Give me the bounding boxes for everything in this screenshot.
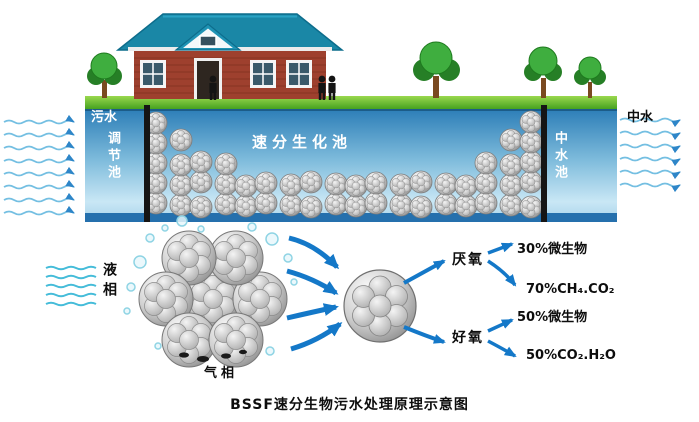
aerobic-arrow [403, 325, 446, 344]
gas-phase-marks [179, 349, 247, 362]
attic-window [199, 35, 217, 47]
tree [524, 46, 562, 98]
left-tank-wall [144, 105, 150, 222]
aerobic-label: 好氧 [452, 330, 484, 346]
gas-phase-label: 气相 [204, 366, 239, 381]
regulating-tank-label: 调节池 [105, 131, 120, 182]
tree [574, 56, 606, 98]
effluent-label: 中水 [627, 110, 654, 125]
anaerobic-label: 厌氧 [452, 252, 484, 268]
anaerobic-arrow [403, 259, 446, 285]
branch-arrows [403, 259, 446, 344]
liquid-phase-label: 液相 [101, 262, 117, 302]
tank-floor [85, 213, 617, 222]
aerobic-biomass-output: 50%微生物 [517, 310, 588, 325]
house [115, 13, 345, 99]
windows [140, 60, 312, 88]
aerobic-gas-output: 50%CO₂.H₂O [526, 348, 616, 363]
grass-strip [85, 96, 617, 110]
tree [413, 41, 460, 98]
influent-waves [3, 114, 75, 216]
liquid-phase-waves [45, 265, 97, 307]
window [286, 60, 312, 88]
output-arrows [487, 242, 517, 358]
tree [87, 52, 122, 98]
window [250, 60, 276, 88]
right-tank-wall [541, 105, 547, 222]
trees [87, 41, 606, 98]
transfer-arrows [286, 235, 343, 352]
air-bubbles [123, 215, 298, 356]
caption: BSSF速分生物污水处理原理示意图 [230, 397, 469, 413]
bio-tank-label: 速分生化池 [252, 133, 353, 151]
anaerobic-gas-output: 70%CH₄.CO₂ [526, 282, 615, 297]
window [140, 60, 166, 88]
anaerobic-biomass-output: 30%微生物 [517, 242, 588, 257]
reclaimed-tank-label: 中水池 [552, 131, 567, 182]
influent-label: 污水 [91, 110, 118, 125]
effluent-waves [619, 117, 681, 193]
